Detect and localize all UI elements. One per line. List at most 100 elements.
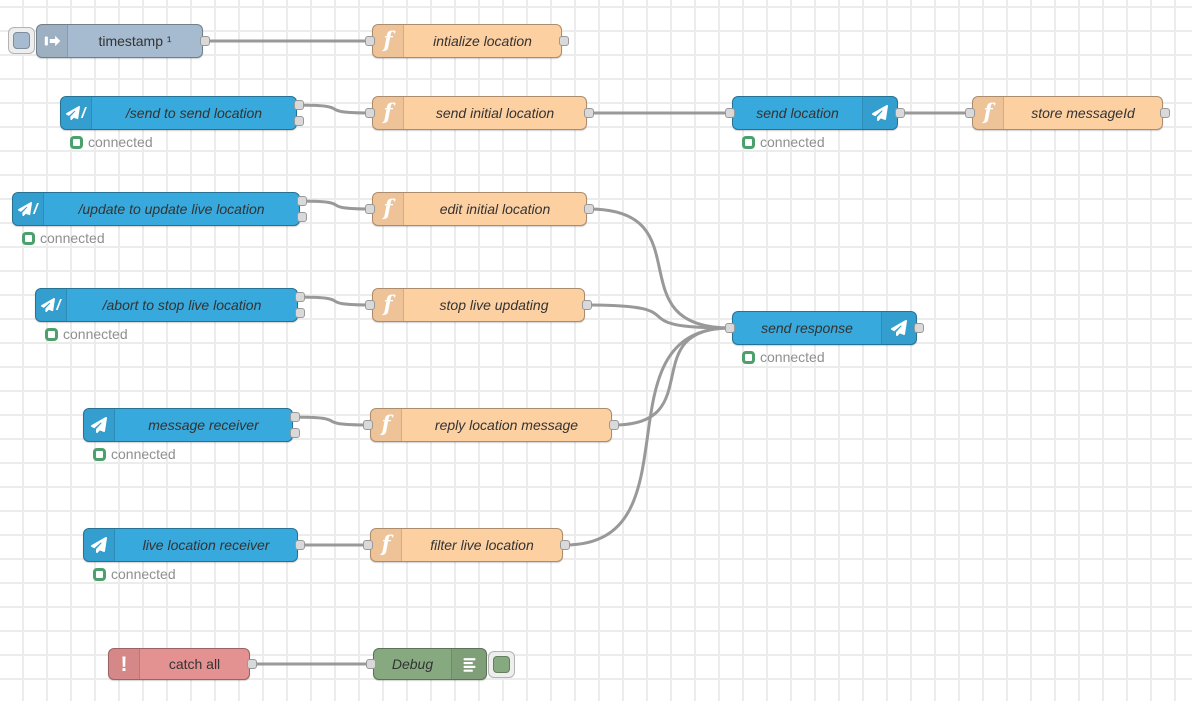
status-connected-icon: [742, 135, 755, 149]
status-text: connected: [88, 134, 153, 150]
function-icon: f: [373, 97, 404, 129]
input-port[interactable]: [965, 108, 975, 118]
input-port[interactable]: [725, 108, 735, 118]
wire-tg-message-receiver-to-fn-reply-location-message[interactable]: [293, 415, 370, 427]
function-icon: f: [371, 529, 402, 561]
node-tg-message-receiver[interactable]: message receiver: [83, 408, 293, 442]
input-port[interactable]: [365, 204, 375, 214]
output-port[interactable]: [297, 211, 307, 222]
inject-button[interactable]: [8, 27, 35, 54]
input-port[interactable]: [366, 659, 376, 669]
wire-fn-stop-live-updating-to-tg-send-response[interactable]: [585, 303, 732, 330]
output-port[interactable]: [295, 307, 305, 318]
telegram-plane-icon: [84, 529, 115, 561]
node-cmd-send[interactable]: / /send to send location: [60, 96, 297, 130]
debug-toggle-button[interactable]: [488, 651, 515, 678]
wire-fn-reply-location-message-to-tg-send-response[interactable]: [612, 326, 732, 427]
input-port[interactable]: [725, 323, 735, 333]
output-port[interactable]: [584, 108, 594, 118]
node-label: edit initial location: [439, 201, 551, 217]
node-debug[interactable]: Debug: [373, 648, 487, 680]
input-port[interactable]: [365, 300, 375, 310]
wire-cmd-update-to-fn-edit-initial-location[interactable]: [300, 199, 372, 211]
node-label: Debug: [391, 656, 434, 672]
telegram-plane-icon: [862, 97, 897, 129]
telegram-plane-icon: [881, 312, 916, 344]
status-text: connected: [40, 230, 105, 246]
wire-cmd-send-to-fn-send-initial-location[interactable]: [297, 103, 372, 115]
output-port[interactable]: [295, 540, 305, 550]
status-connected-icon: [70, 135, 83, 149]
telegram-plane-icon: [84, 409, 115, 441]
node-label: reply location message: [434, 417, 579, 433]
input-port[interactable]: [363, 540, 373, 550]
output-port[interactable]: [914, 323, 924, 333]
status-text: connected: [111, 566, 176, 582]
node-label: live location receiver: [142, 537, 270, 553]
output-port[interactable]: [560, 540, 570, 550]
node-tg-send-location[interactable]: send location: [732, 96, 898, 130]
node-label: send location: [756, 105, 839, 121]
output-port[interactable]: [295, 292, 305, 303]
output-port[interactable]: [294, 100, 304, 111]
node-cmd-abort[interactable]: //abort to stop live location: [35, 288, 298, 322]
output-port[interactable]: [297, 196, 307, 207]
node-label: stop live updating: [439, 297, 549, 313]
output-port[interactable]: [1160, 108, 1170, 118]
status-connected-icon: [22, 231, 35, 245]
function-icon: f: [373, 289, 404, 321]
node-catch-all[interactable]: ! catch all: [108, 648, 250, 680]
output-port[interactable]: [200, 36, 210, 46]
node-tg-send-response[interactable]: send response: [732, 311, 917, 345]
output-port[interactable]: [290, 427, 300, 438]
node-tg-live-location-receiver[interactable]: live location receiver: [83, 528, 298, 562]
output-port[interactable]: [559, 36, 569, 46]
node-fn-edit-initial-location[interactable]: f edit initial location: [372, 192, 587, 226]
node-inject-timestamp[interactable]: timestamp ¹: [36, 24, 203, 58]
node-label: send response: [761, 320, 853, 336]
node-label: catch all: [168, 656, 221, 672]
status-connected-icon: [45, 327, 58, 341]
inject-arrow-icon: [37, 25, 68, 57]
node-label: /abort to stop live location: [102, 297, 262, 313]
status-text: connected: [760, 134, 825, 150]
output-port[interactable]: [290, 412, 300, 423]
output-port[interactable]: [895, 108, 905, 118]
node-status: connected: [93, 446, 176, 462]
input-port[interactable]: [363, 420, 373, 430]
output-port[interactable]: [247, 659, 257, 669]
node-fn-send-initial-location[interactable]: f send initial location: [372, 96, 587, 130]
status-text: connected: [111, 446, 176, 462]
node-label: /send to send location: [125, 105, 263, 121]
wire-fn-edit-initial-location-to-tg-send-response[interactable]: [587, 207, 732, 330]
output-port[interactable]: [584, 204, 594, 214]
node-status: connected: [742, 134, 825, 150]
node-label: send initial location: [435, 105, 555, 121]
telegram-command-icon: /: [61, 97, 92, 129]
wire-fn-filter-live-location-to-tg-send-response[interactable]: [563, 326, 732, 547]
button-inner: [13, 32, 30, 49]
node-status: connected: [45, 326, 128, 342]
debug-list-icon: [451, 649, 486, 679]
node-status: connected: [70, 134, 153, 150]
node-status: connected: [742, 349, 825, 365]
output-port[interactable]: [609, 420, 619, 430]
node-cmd-update[interactable]: //update to update live location: [12, 192, 300, 226]
wire-cmd-abort-to-fn-stop-live-updating[interactable]: [298, 295, 372, 307]
input-port[interactable]: [365, 108, 375, 118]
status-connected-icon: [93, 447, 106, 461]
output-port[interactable]: [294, 115, 304, 126]
input-port[interactable]: [365, 36, 375, 46]
node-fn-stop-live-updating[interactable]: f stop live updating: [372, 288, 585, 322]
output-port[interactable]: [582, 300, 592, 310]
function-icon: f: [373, 193, 404, 225]
exclamation-icon: !: [109, 649, 140, 679]
status-text: connected: [63, 326, 128, 342]
node-label: intialize location: [433, 33, 532, 49]
